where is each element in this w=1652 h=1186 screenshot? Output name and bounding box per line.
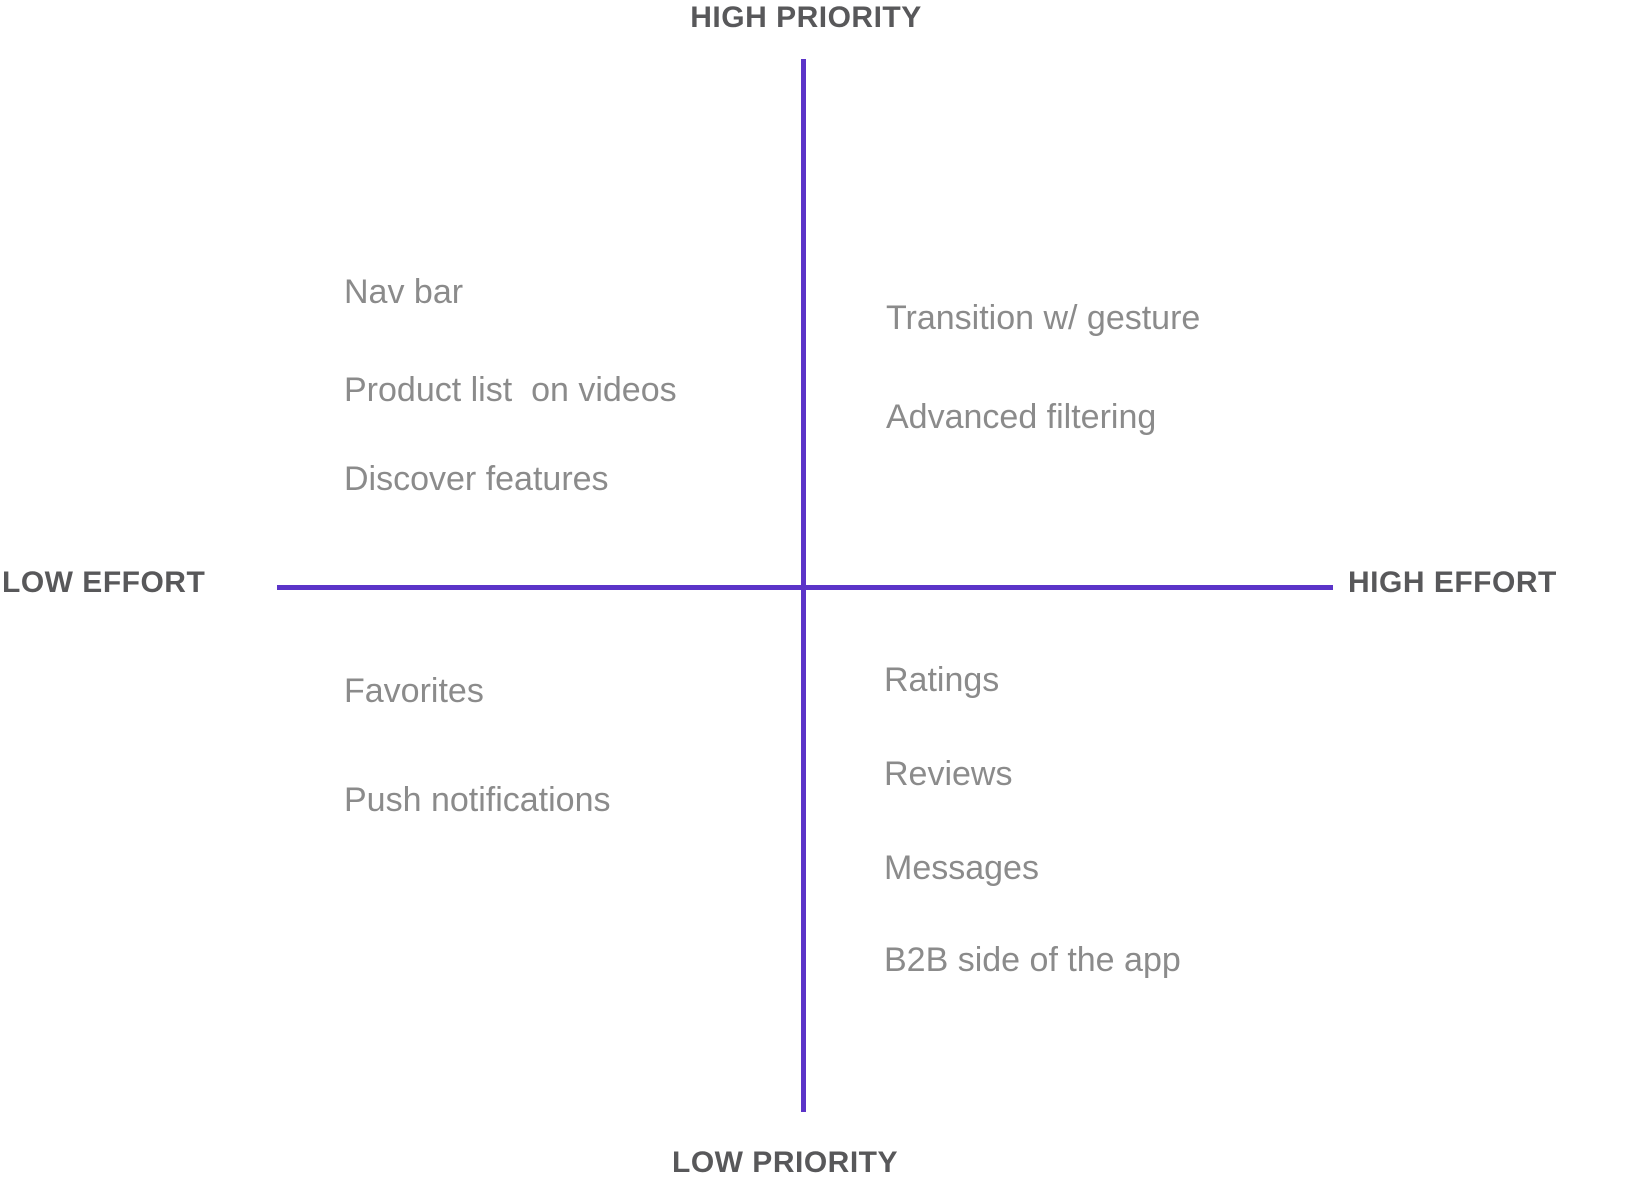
axis-label-low-priority: LOW PRIORITY	[672, 1146, 898, 1179]
matrix-item: Messages	[884, 849, 1039, 887]
matrix-item: Reviews	[884, 755, 1013, 793]
matrix-item: Advanced filtering	[886, 398, 1157, 436]
matrix-item: B2B side of the app	[884, 941, 1181, 979]
effort-axis-line	[277, 585, 1333, 590]
matrix-item: Nav bar	[344, 273, 464, 311]
matrix-item: Product list on videos	[344, 371, 677, 409]
matrix-item: Discover features	[344, 460, 609, 498]
matrix-item: Favorites	[344, 672, 484, 710]
matrix-item: Ratings	[884, 661, 1000, 699]
axis-label-high-effort: HIGH EFFORT	[1348, 566, 1557, 599]
matrix-item: Push notifications	[344, 781, 611, 819]
axis-label-high-priority: HIGH PRIORITY	[690, 1, 922, 34]
matrix-item: Transition w/ gesture	[886, 299, 1201, 337]
axis-label-low-effort: LOW EFFORT	[2, 566, 206, 599]
